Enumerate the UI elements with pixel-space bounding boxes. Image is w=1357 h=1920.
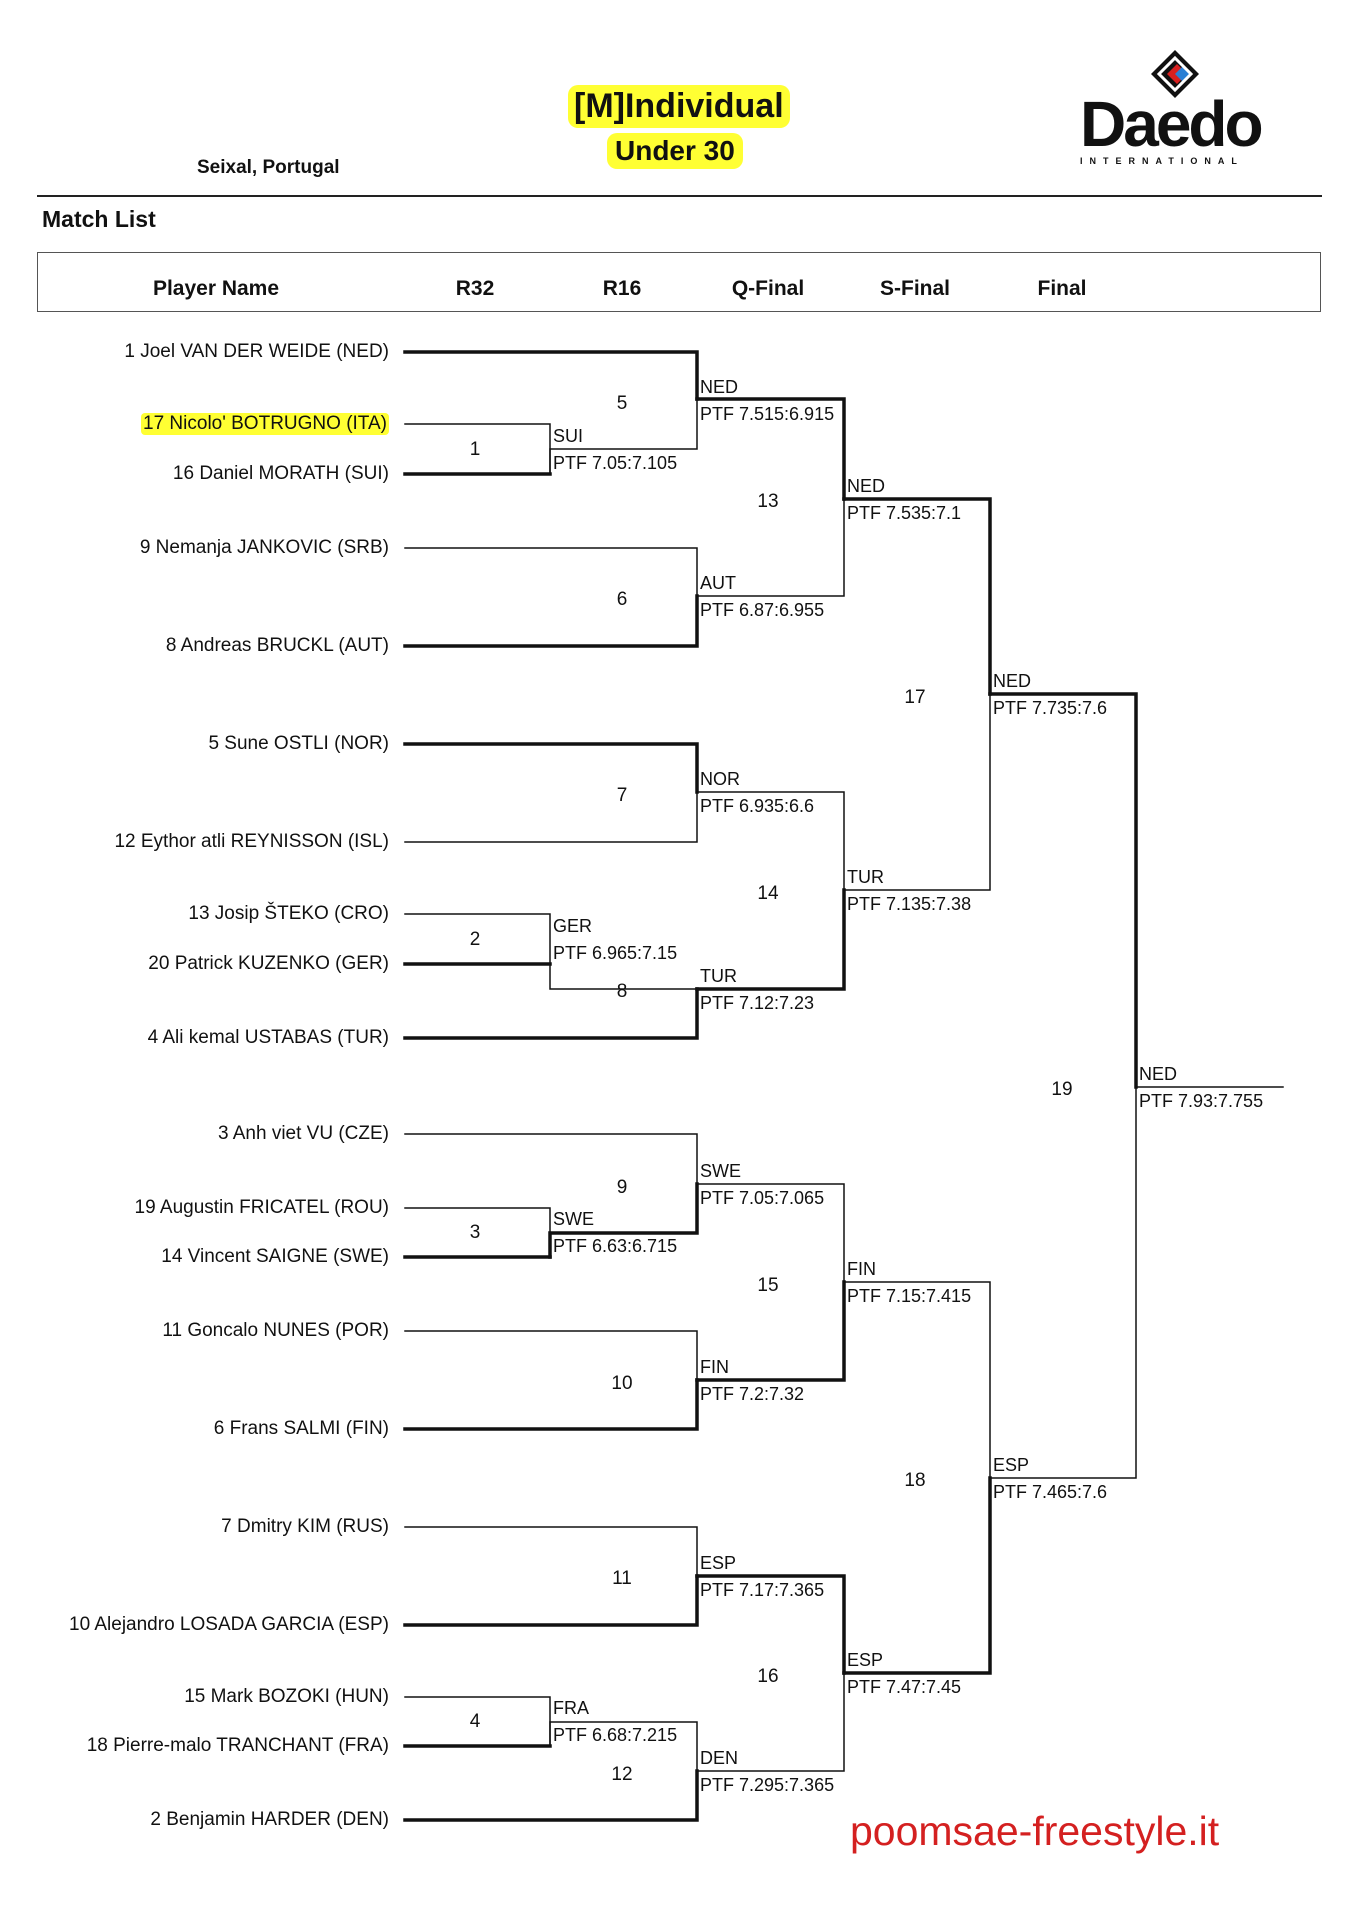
match-number: 6	[616, 589, 628, 610]
player-name: 10 Alejandro LOSADA GARCIA (ESP)	[69, 1614, 389, 1635]
player-name: 18 Pierre-malo TRANCHANT (FRA)	[86, 1735, 389, 1756]
match-winner: SUI	[553, 426, 584, 446]
match-winner: FIN	[700, 1357, 729, 1377]
logo-wordmark: Daedo	[1080, 88, 1264, 160]
event-title: [M]Individual	[568, 85, 790, 128]
match-winner: TUR	[700, 966, 737, 986]
player-name: 7 Dmitry KIM (RUS)	[221, 1516, 389, 1537]
match-score: PTF 6.87:6.955	[700, 600, 825, 620]
match-number: 9	[616, 1177, 628, 1198]
match-number: 8	[616, 981, 628, 1002]
match-number: 14	[757, 883, 779, 904]
player-name: 8 Andreas BRUCKL (AUT)	[165, 635, 389, 656]
player-name: 6 Frans SALMI (FIN)	[213, 1418, 389, 1439]
column-header-bar	[37, 252, 1321, 312]
final-winner: NED	[1139, 1064, 1178, 1084]
player-name: 13 Josip ŠTEKO (CRO)	[188, 903, 389, 924]
match-score: PTF 7.05:7.105	[553, 453, 678, 473]
event-subtitle: Under 30	[607, 133, 743, 169]
match-number: 13	[757, 491, 779, 512]
match-number: 15	[757, 1275, 779, 1296]
section-title: Match List	[42, 206, 156, 232]
col-sfinal: S-Final	[879, 277, 951, 300]
match-number: 7	[616, 785, 628, 806]
match-winner: AUT	[700, 573, 736, 593]
match-score: PTF 7.465:7.6	[993, 1482, 1108, 1502]
match-number: 4	[469, 1711, 481, 1732]
match-number: 19	[1051, 1079, 1073, 1100]
match-winner: GER	[553, 916, 593, 936]
col-r16: R16	[602, 277, 642, 300]
player-name: 16 Daniel MORATH (SUI)	[172, 463, 389, 484]
match-score: PTF 6.68:7.215	[553, 1725, 678, 1745]
col-final: Final	[1037, 277, 1087, 300]
match-score: PTF 7.535:7.1	[847, 503, 962, 523]
player-name: 1 Joel VAN DER WEIDE (NED)	[124, 341, 389, 362]
match-score: PTF 6.63:6.715	[553, 1236, 678, 1256]
match-score: PTF 7.135:7.38	[847, 894, 972, 914]
player-name: 9 Nemanja JANKOVIC (SRB)	[139, 537, 389, 558]
match-winner: ESP	[847, 1650, 884, 1670]
match-number: 5	[616, 393, 628, 414]
match-winner: NED	[993, 671, 1032, 691]
daedo-logo-icon	[1151, 50, 1199, 98]
player-name: 3 Anh viet VU (CZE)	[217, 1123, 389, 1144]
match-number: 1	[469, 439, 481, 460]
match-winner: SWE	[700, 1161, 742, 1181]
logo-subtext: INTERNATIONAL	[1080, 156, 1244, 166]
player-name: 15 Mark BOZOKI (HUN)	[184, 1686, 389, 1707]
col-r32: R32	[455, 277, 495, 300]
match-score: PTF 7.2:7.32	[700, 1384, 805, 1404]
player-name: 11 Goncalo NUNES (POR)	[162, 1320, 389, 1341]
match-number: 18	[904, 1470, 926, 1491]
match-winner: FIN	[847, 1259, 876, 1279]
match-winner: NED	[847, 476, 886, 496]
match-winner: TUR	[847, 867, 884, 887]
player-name: 5 Sune OSTLI (NOR)	[208, 733, 389, 754]
match-number: 16	[757, 1666, 779, 1687]
col-qfinal: Q-Final	[731, 277, 805, 300]
final-score: PTF 7.93:7.755	[1139, 1091, 1264, 1111]
match-winner: NOR	[700, 769, 740, 789]
match-number: 11	[612, 1568, 632, 1589]
header-divider	[37, 195, 1322, 197]
match-winner: NED	[700, 377, 739, 397]
match-score: PTF 7.47:7.45	[847, 1677, 962, 1697]
match-score: PTF 7.295:7.365	[700, 1775, 835, 1795]
match-winner: DEN	[700, 1748, 739, 1768]
col-player-name: Player Name	[152, 277, 280, 300]
match-number: 17	[904, 687, 926, 708]
match-winner: SWE	[553, 1209, 595, 1229]
match-winner: ESP	[700, 1553, 737, 1573]
match-number: 12	[611, 1764, 633, 1785]
match-number: 2	[469, 929, 481, 950]
match-number: 3	[469, 1222, 481, 1243]
match-score: PTF 7.05:7.065	[700, 1188, 825, 1208]
match-score: PTF 7.12:7.23	[700, 993, 815, 1013]
player-name: 12 Eythor atli REYNISSON (ISL)	[114, 831, 389, 852]
watermark-url: poomsae-freestyle.it	[850, 1808, 1220, 1854]
player-name: 19 Augustin FRICATEL (ROU)	[134, 1197, 389, 1218]
match-score: PTF 6.935:6.6	[700, 796, 815, 816]
player-name: 4 Ali kemal USTABAS (TUR)	[147, 1027, 389, 1048]
match-number: 10	[611, 1373, 633, 1394]
match-score: PTF 7.17:7.365	[700, 1580, 825, 1600]
match-winner: ESP	[993, 1455, 1030, 1475]
match-score: PTF 7.15:7.415	[847, 1286, 972, 1306]
event-location: Seixal, Portugal	[197, 157, 340, 178]
player-name: 20 Patrick KUZENKO (GER)	[148, 953, 389, 974]
match-score: PTF 7.735:7.6	[993, 698, 1108, 718]
player-name: 2 Benjamin HARDER (DEN)	[150, 1809, 389, 1830]
match-score: PTF 7.515:6.915	[700, 404, 835, 424]
player-name: 14 Vincent SAIGNE (SWE)	[161, 1246, 389, 1267]
match-winner: FRA	[553, 1698, 589, 1718]
match-score: PTF 6.965:7.15	[553, 943, 678, 963]
player-name-highlighted: 17 Nicolo' BOTRUGNO (ITA)	[141, 413, 389, 435]
